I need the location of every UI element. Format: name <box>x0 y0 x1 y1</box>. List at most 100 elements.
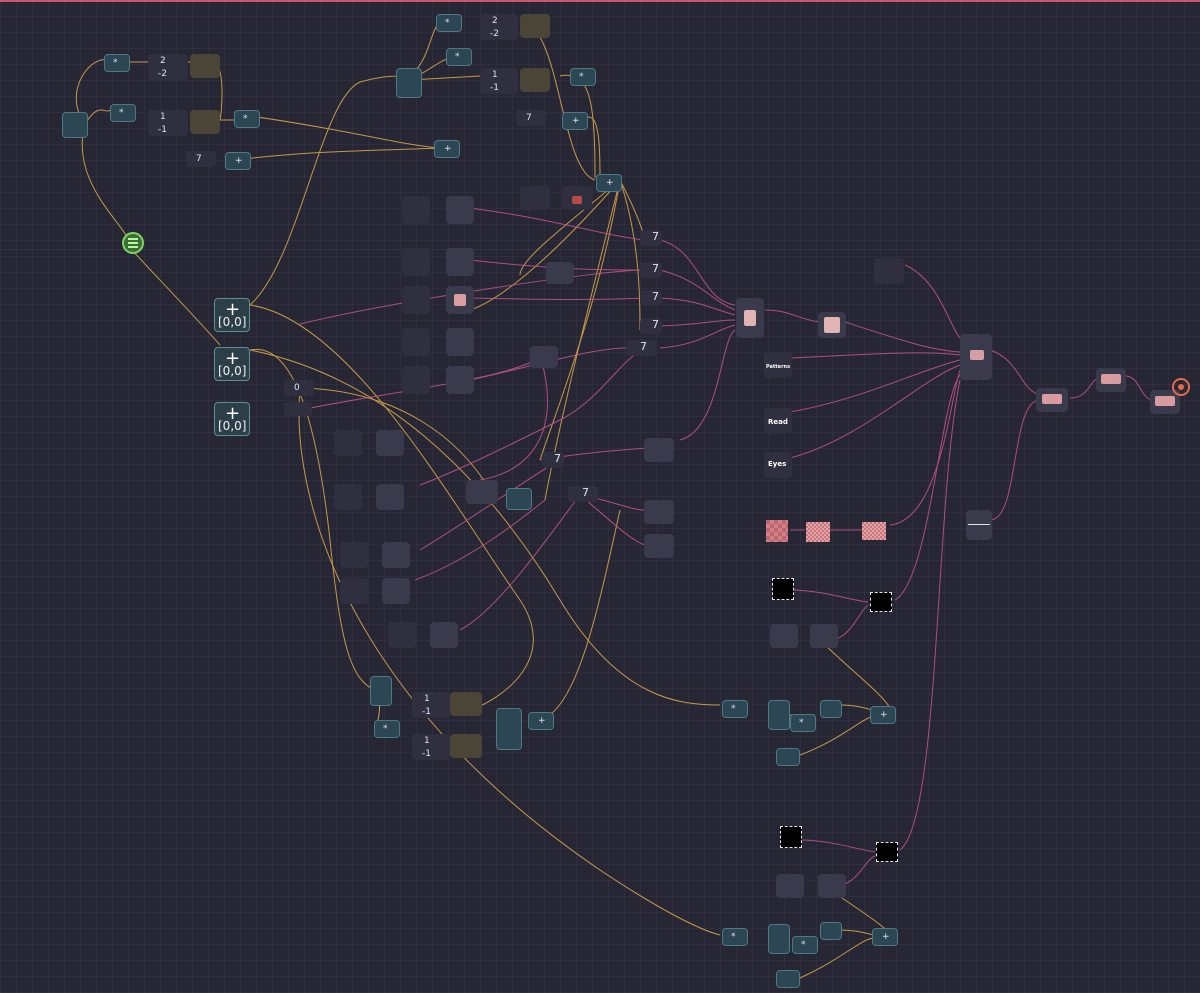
number-node-7d[interactable]: 7 <box>640 318 662 334</box>
number-node-7f[interactable]: 7 <box>542 452 564 468</box>
sprite-node-2[interactable] <box>446 248 474 276</box>
switch-node[interactable] <box>644 438 674 462</box>
math-node-6[interactable] <box>450 734 482 758</box>
sprite-node-4[interactable] <box>446 328 474 356</box>
mask-node-4[interactable] <box>876 842 898 862</box>
shape-node[interactable] <box>770 624 798 648</box>
sprite-node-5[interactable] <box>446 366 474 394</box>
frame-node-1[interactable]: + [0,0] <box>214 298 250 332</box>
add-node-5[interactable]: + <box>528 712 554 730</box>
checker-texture[interactable] <box>766 520 788 542</box>
sprite-preview-node[interactable] <box>818 312 846 338</box>
multiply-node-5[interactable]: * <box>446 48 472 66</box>
value-node[interactable] <box>284 402 312 416</box>
switch-node-2[interactable] <box>644 500 674 524</box>
composite-node[interactable] <box>736 298 764 338</box>
math-node-4[interactable] <box>520 68 550 92</box>
number-node-7b[interactable]: 7 <box>640 262 662 278</box>
merge-node-2[interactable] <box>546 262 574 284</box>
multiply-node-6[interactable]: * <box>570 68 596 86</box>
number-node-7c[interactable]: 7 <box>640 290 662 306</box>
sample-node[interactable] <box>376 430 404 456</box>
combine-node[interactable] <box>466 480 498 504</box>
sample-node-2[interactable] <box>376 484 404 510</box>
grid-node[interactable] <box>520 186 550 210</box>
vector-node-5[interactable] <box>776 970 800 988</box>
layer-blend-node[interactable] <box>960 334 992 380</box>
add-node-7[interactable]: + <box>872 928 898 946</box>
shape-node-4[interactable] <box>818 874 846 898</box>
number-node-7a[interactable]: 7 <box>640 230 662 246</box>
line-node[interactable] <box>966 510 992 540</box>
add-node-2[interactable]: + <box>562 112 588 130</box>
noise-texture-2[interactable] <box>862 522 886 540</box>
multiply-node-10[interactable]: * <box>722 928 748 946</box>
number-split-node-5[interactable] <box>768 700 790 730</box>
vector-node[interactable] <box>496 708 522 750</box>
shape-node-3[interactable] <box>776 874 804 898</box>
sprite-sheet-preview[interactable] <box>1036 388 1068 412</box>
text-node-eyes[interactable]: Eyes <box>764 452 792 478</box>
mask-node[interactable] <box>772 578 794 600</box>
sample-node-5[interactable] <box>430 622 458 648</box>
math-node-2[interactable] <box>190 110 220 134</box>
math-node-3[interactable] <box>520 14 550 38</box>
constant-pair-node-5[interactable]: 1 -1 <box>412 692 450 718</box>
number-node-zero[interactable]: 0 <box>284 380 314 396</box>
vector-node-3[interactable] <box>776 748 800 766</box>
add-node-3[interactable]: + <box>434 140 460 158</box>
frame-node-2[interactable]: + [0,0] <box>214 347 250 381</box>
vector-node-2[interactable] <box>820 700 842 718</box>
math-node[interactable] <box>190 54 220 78</box>
vector-node-4[interactable] <box>820 922 842 940</box>
grid-node-2[interactable] <box>334 430 362 456</box>
mask-node-3[interactable] <box>780 826 802 848</box>
multiply-node-8[interactable]: * <box>722 700 748 718</box>
constant-pair-node[interactable]: 2 -2 <box>148 54 188 80</box>
text-node-patterns[interactable]: Patterns <box>764 352 792 378</box>
multiply-node-9[interactable]: * <box>790 714 816 732</box>
number-split-node[interactable] <box>62 112 88 138</box>
number-node-seven[interactable]: 7 <box>186 151 216 167</box>
graph-icon[interactable] <box>122 232 144 254</box>
multiply-node-3[interactable]: * <box>234 110 260 128</box>
eye-icon[interactable] <box>1172 378 1190 396</box>
sprite-sheet-node-4[interactable] <box>402 328 430 356</box>
merge-node[interactable] <box>530 346 558 368</box>
constant-pair-node-4[interactable]: 1 -1 <box>480 68 518 94</box>
switch-node-3[interactable] <box>644 534 674 558</box>
number-node-seven-2[interactable]: 7 <box>516 110 546 126</box>
sprite-sheet-node[interactable] <box>402 196 430 224</box>
number-split-node-3[interactable] <box>506 488 532 510</box>
add-node[interactable]: + <box>225 152 251 170</box>
math-node-5[interactable] <box>450 692 482 716</box>
multiply-node-4[interactable]: * <box>436 14 462 32</box>
sample-node-3[interactable] <box>382 542 410 568</box>
number-split-node-6[interactable] <box>768 924 790 954</box>
text-node-read[interactable]: Read <box>764 408 792 434</box>
grid-node-3[interactable] <box>334 484 362 510</box>
sprite-sheet-preview-2[interactable] <box>1096 368 1126 392</box>
sprite-node-3[interactable] <box>446 286 474 314</box>
add-node-6[interactable]: + <box>870 706 896 724</box>
multiply-node-7[interactable]: * <box>374 720 400 738</box>
number-node-7g[interactable]: 7 <box>568 486 598 502</box>
sample-node-4[interactable] <box>382 578 410 604</box>
multiply-node-11[interactable]: * <box>792 936 818 954</box>
shape-node-2[interactable] <box>810 624 838 648</box>
output-node[interactable] <box>874 258 904 284</box>
add-node-4[interactable]: + <box>596 174 622 192</box>
sprite-node[interactable] <box>446 196 474 224</box>
sprite-sheet-node-3[interactable] <box>402 286 430 314</box>
multiply-node-2[interactable]: * <box>110 104 136 122</box>
constant-pair-node-3[interactable]: 2 -2 <box>480 14 518 40</box>
sprite-sheet-node-2[interactable] <box>402 248 430 276</box>
number-node-7e[interactable]: 7 <box>626 340 656 356</box>
frame-node-3[interactable]: + [0,0] <box>214 402 250 436</box>
constant-pair-node-6[interactable]: 1 -1 <box>412 734 450 760</box>
grid-node-4[interactable] <box>340 542 368 568</box>
mask-node-2[interactable] <box>870 592 892 612</box>
noise-texture[interactable] <box>806 522 830 542</box>
number-split-node-4[interactable] <box>370 676 392 706</box>
